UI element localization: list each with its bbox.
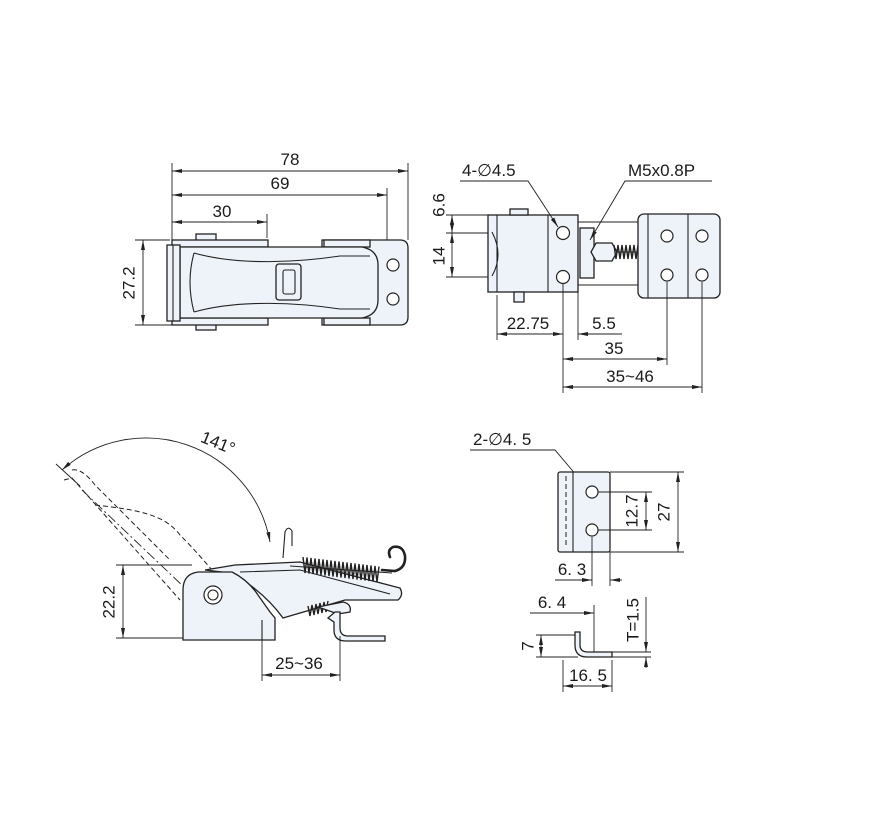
lever-surface-edge [193, 252, 370, 263]
front-view: 6.6 14 4-∅4.5 M5x0.8P [430, 161, 721, 393]
mounting-plate [637, 213, 721, 299]
dim-label-lever-length: 69 [271, 174, 290, 193]
housing-bump-top [509, 208, 529, 216]
dim-label-hinge-offset: 30 [213, 202, 232, 221]
tension-spring [613, 244, 639, 260]
mounting-hole [660, 268, 674, 282]
dim-label-adjust-range: 35~46 [606, 367, 654, 386]
dim-label-hole-distance: 35 [605, 339, 624, 358]
catch-plate-view: 2-∅4. 5 12.7 27 6. 3 6. 4 7 T=1.5 [470, 430, 684, 692]
spring-rod [289, 565, 393, 574]
dim-label-hook-offset: 6. 4 [538, 593, 566, 612]
open-lever-outline [63, 477, 181, 601]
dim-label-hook-height: 7 [519, 641, 538, 650]
base-plate-tab-top [323, 239, 371, 248]
mounting-hole [386, 258, 400, 272]
mounting-hole [555, 269, 571, 285]
main-spring [302, 556, 380, 583]
lever-surface-edge [189, 252, 195, 313]
dim-label-reach-range: 25~36 [275, 654, 323, 673]
dim-label-hole-edge: 6.6 [430, 193, 449, 217]
dim-label-thickness: T=1.5 [624, 598, 643, 642]
lever-surface-edge [193, 302, 370, 313]
lever-edge [239, 569, 391, 595]
dim-label-hole-offset: 6. 3 [558, 560, 586, 579]
dim-label-depth: 16. 5 [569, 666, 607, 685]
mounting-hole [585, 523, 599, 537]
dim-label-body: 22.75 [507, 314, 550, 333]
pivot-hole [203, 585, 223, 605]
top-view: 78 69 30 27.2 [120, 150, 409, 331]
latch-hook [282, 269, 296, 295]
angle-arc [61, 437, 271, 543]
dim-label-catch-hole-pitch: 12.7 [623, 494, 642, 527]
lever-profile [491, 231, 499, 277]
mounting-hole [585, 485, 599, 499]
dim-label-width: 27.2 [120, 266, 139, 299]
open-lever-outline [71, 469, 171, 561]
catch-hole-note-label: 2-∅4. 5 [473, 430, 531, 449]
catch-hook-profile [326, 611, 386, 642]
lever-hook-end [315, 601, 351, 615]
open-lever-centerline [81, 489, 186, 589]
pivot-pin [207, 589, 219, 601]
lever-flange-bottom [171, 317, 269, 326]
open-lever-outline [94, 504, 213, 571]
mounting-hole [555, 225, 571, 241]
thread-note-label: M5x0.8P [628, 161, 695, 180]
dim-label-catch-height: 27 [655, 503, 674, 522]
housing-bump-bottom [513, 291, 525, 303]
mounting-hole [695, 229, 709, 243]
extension-line [55, 463, 81, 487]
mounting-hole [695, 268, 709, 282]
mounting-hole [660, 229, 674, 243]
base-plate-tab-bottom [323, 317, 371, 326]
lever-flange-top [171, 239, 269, 248]
side-view: 141° 22.2 25~36 [55, 428, 407, 681]
dim-label-overall-length: 78 [281, 150, 300, 169]
dim-label-gap: 5.5 [592, 314, 616, 333]
spring-hook [380, 545, 407, 573]
mounting-hole [386, 292, 400, 306]
leader-line [460, 180, 559, 228]
wire-pin [282, 527, 293, 559]
latch-hook-window [275, 263, 302, 301]
leader-line [589, 180, 712, 241]
dim-label-height: 22.2 [100, 585, 119, 618]
dim-label-hole-pitch: 14 [430, 247, 449, 266]
adjust-nut [590, 242, 618, 262]
hole-note-label: 4-∅4.5 [462, 161, 516, 180]
